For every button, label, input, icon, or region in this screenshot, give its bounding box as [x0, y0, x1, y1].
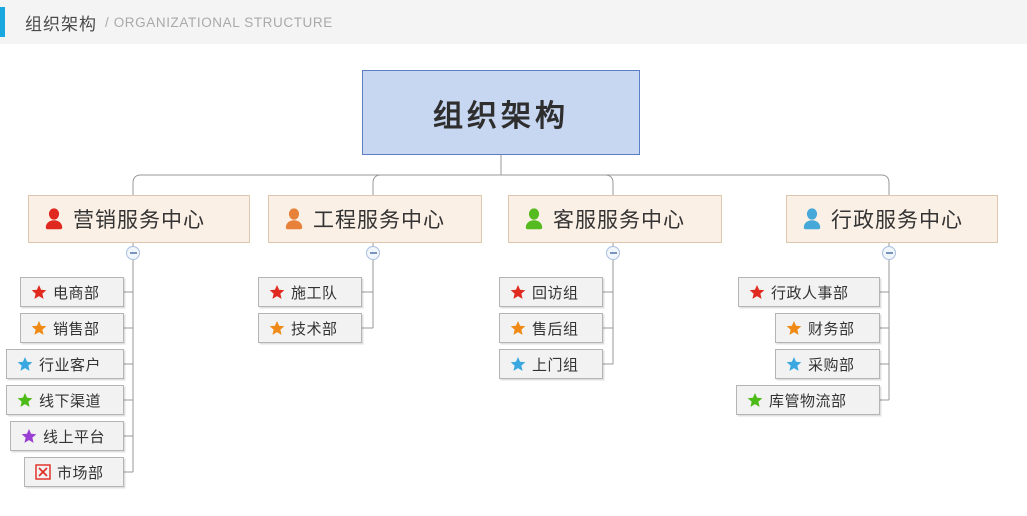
- branch-node-engineering[interactable]: 工程服务中心: [268, 195, 482, 243]
- org-chart-canvas: 组织架构 营销服务中心电商部销售部行业客户线下渠道线上平台市场部 工程服务中心施工…: [0, 44, 1027, 516]
- leaf-node-label: 行政人事部: [771, 283, 849, 302]
- branch-node-label: 客服服务中心: [553, 208, 685, 232]
- star-icon: [31, 320, 47, 336]
- branch-node-label: 行政服务中心: [831, 208, 963, 232]
- branch-node-marketing[interactable]: 营销服务中心: [28, 195, 250, 243]
- page-subtitle-english: / ORGANIZATIONAL STRUCTURE: [105, 14, 333, 30]
- leaf-node-label: 上门组: [532, 355, 579, 374]
- star-icon: [510, 284, 526, 300]
- leaf-node-label: 技术部: [291, 319, 338, 338]
- branch-node-administration[interactable]: 行政服务中心: [786, 195, 998, 243]
- root-node-label: 组织架构: [433, 98, 569, 134]
- collapse-toggle-engineering[interactable]: [366, 246, 380, 260]
- leaf-node[interactable]: 销售部: [20, 313, 124, 343]
- leaf-node[interactable]: 电商部: [20, 277, 124, 307]
- star-icon: [749, 284, 765, 300]
- leaf-node-label: 销售部: [53, 319, 100, 338]
- collapse-toggle-marketing[interactable]: [126, 246, 140, 260]
- leaf-node-label: 售后组: [532, 319, 579, 338]
- leaf-node-label: 市场部: [57, 463, 104, 482]
- leaf-node-label: 财务部: [808, 319, 855, 338]
- minus-icon: [369, 252, 377, 254]
- x-box-icon: [35, 464, 51, 480]
- leaf-node-label: 电商部: [53, 283, 100, 302]
- star-icon: [510, 356, 526, 372]
- person-icon: [523, 207, 545, 231]
- star-icon: [17, 392, 33, 408]
- branch-node-label: 工程服务中心: [313, 208, 445, 232]
- leaf-node[interactable]: 上门组: [499, 349, 603, 379]
- leaf-node[interactable]: 市场部: [24, 457, 124, 487]
- leaf-node[interactable]: 线下渠道: [6, 385, 124, 415]
- leaf-node[interactable]: 采购部: [775, 349, 880, 379]
- collapse-toggle-customer-service[interactable]: [606, 246, 620, 260]
- leaf-node[interactable]: 财务部: [775, 313, 880, 343]
- branch-node-label: 营销服务中心: [73, 208, 205, 232]
- leaf-node-label: 施工队: [291, 283, 338, 302]
- minus-icon: [129, 252, 137, 254]
- leaf-node-label: 采购部: [808, 355, 855, 374]
- org-chart-nodes: 组织架构 营销服务中心电商部销售部行业客户线下渠道线上平台市场部 工程服务中心施工…: [0, 44, 1027, 516]
- star-icon: [510, 320, 526, 336]
- minus-icon: [609, 252, 617, 254]
- leaf-node-label: 线上平台: [43, 427, 106, 446]
- person-icon: [801, 207, 823, 231]
- root-node-organizational-structure[interactable]: 组织架构: [362, 70, 640, 155]
- leaf-node[interactable]: 技术部: [258, 313, 362, 343]
- star-icon: [31, 284, 47, 300]
- star-icon: [786, 320, 802, 336]
- leaf-node-label: 库管物流部: [769, 391, 847, 410]
- star-icon: [269, 320, 285, 336]
- leaf-node-label: 线下渠道: [39, 391, 102, 410]
- star-icon: [269, 284, 285, 300]
- leaf-node[interactable]: 售后组: [499, 313, 603, 343]
- person-icon: [43, 207, 65, 231]
- star-icon: [786, 356, 802, 372]
- leaf-node[interactable]: 回访组: [499, 277, 603, 307]
- leaf-node[interactable]: 行业客户: [6, 349, 124, 379]
- star-icon: [21, 428, 37, 444]
- branch-node-customer-service[interactable]: 客服服务中心: [508, 195, 722, 243]
- leaf-node-label: 行业客户: [39, 355, 102, 374]
- page-title: 组织架构: [25, 14, 97, 35]
- leaf-node-label: 回访组: [532, 283, 579, 302]
- leaf-node[interactable]: 行政人事部: [738, 277, 880, 307]
- person-icon: [283, 207, 305, 231]
- leaf-node[interactable]: 施工队: [258, 277, 362, 307]
- minus-icon: [885, 252, 893, 254]
- star-icon: [747, 392, 763, 408]
- page-header: 组织架构 / ORGANIZATIONAL STRUCTURE: [0, 0, 1027, 44]
- star-icon: [17, 356, 33, 372]
- accent-bar: [0, 7, 5, 37]
- collapse-toggle-administration[interactable]: [882, 246, 896, 260]
- leaf-node[interactable]: 库管物流部: [736, 385, 880, 415]
- leaf-node[interactable]: 线上平台: [10, 421, 124, 451]
